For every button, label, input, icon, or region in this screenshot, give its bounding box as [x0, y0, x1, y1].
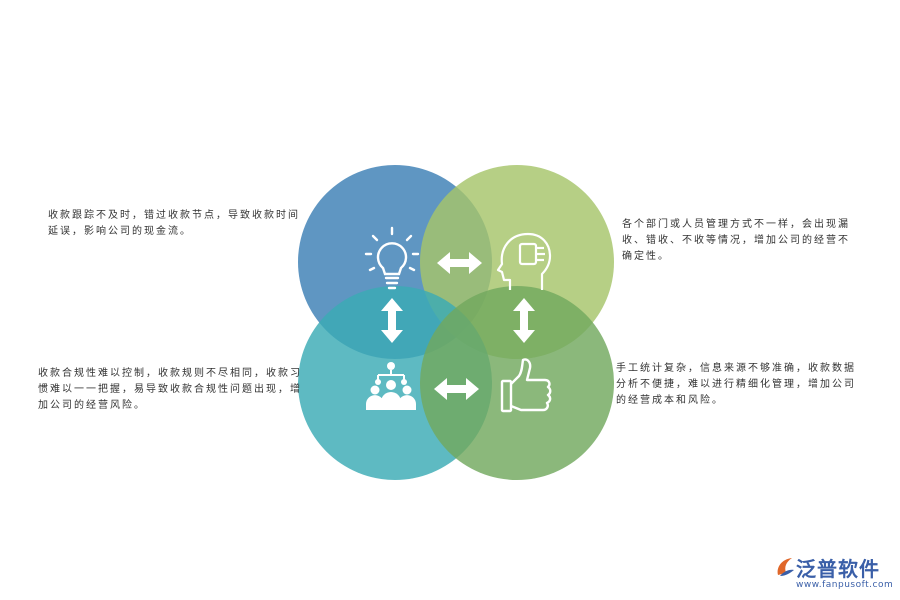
logo-url-text: www.fanpusoft.com: [796, 580, 894, 590]
note-top-right: 各个部门或人员管理方式不一样，会出现漏收、错收、不收等情况，增加公司的经营不确定…: [622, 219, 850, 262]
note-top-left: 收款跟踪不及时，错过收款节点，导致收款时间延误，影响公司的现金流。: [48, 210, 300, 237]
note-bottom-right: 手工统计复杂，信息来源不够准确，收款数据分析不便捷，难以进行精细化管理，增加公司…: [616, 363, 856, 406]
brand-logo: 泛普软件 www.fanpusoft.com: [774, 553, 894, 595]
lightbulb-icon: [364, 226, 420, 290]
double-arrow-vertical-icon: [513, 298, 535, 343]
double-arrow-vertical-icon: [381, 298, 403, 343]
head-hand-icon: [496, 232, 552, 290]
note-bottom-left: 收款合规性难以控制，收款规则不尽相同，收款习惯难以一一把握，易导致收款合规性问题…: [38, 368, 302, 411]
thumbs-up-icon: [500, 358, 552, 413]
team-network-icon: [366, 362, 416, 410]
double-arrow-horizontal-icon: [437, 252, 482, 274]
double-arrow-horizontal-icon: [434, 378, 479, 400]
logo-brand-text: 泛普软件: [796, 557, 880, 581]
circle-bottom-right: [420, 286, 614, 480]
logo-mark-icon: [777, 558, 794, 576]
